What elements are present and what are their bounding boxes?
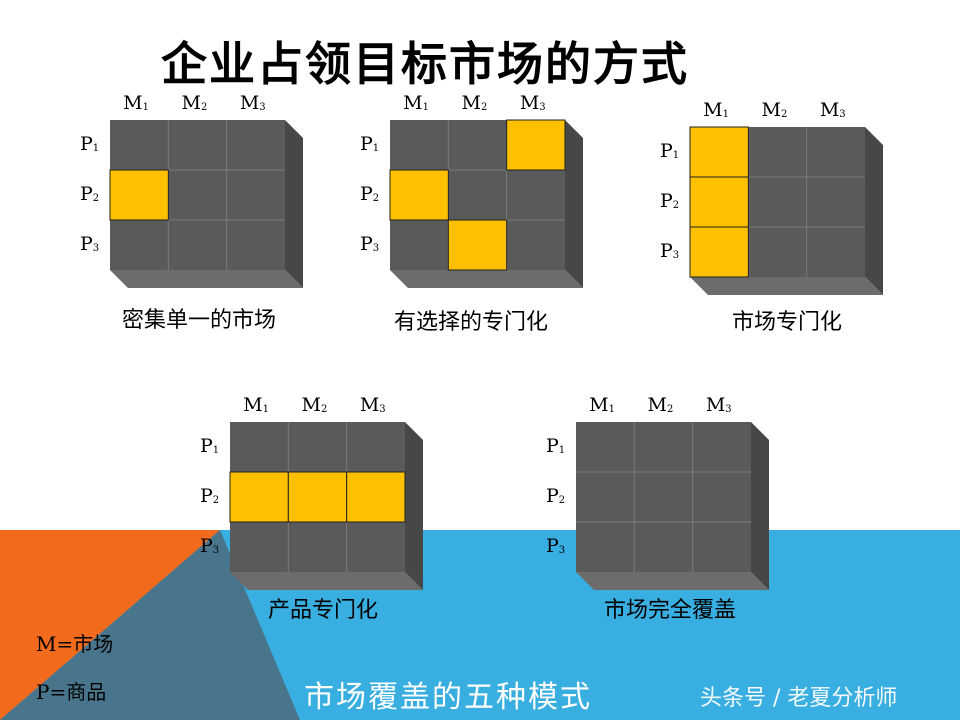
grid-face [576,422,751,572]
watermark: 头条号 / 老夏分析师 [700,686,898,711]
grid-svg [109,120,303,288]
highlight-cell-r1-c3 [506,119,566,171]
row-label-p2: P2 [200,485,220,507]
grid-bottom-face [110,270,303,288]
footer-title: 市场覆盖的五种模式 [304,680,592,715]
highlight-cell-r3-c2 [447,219,508,271]
row-label-p1: P1 [660,140,680,162]
column-label-m3: M3 [519,92,546,114]
grid-bottom-face [690,277,883,295]
caption-5: 市场完全覆盖 [604,598,737,623]
row-label-p3: P3 [80,233,100,255]
caption-3: 市场专门化 [732,310,843,335]
row-label-p3: P3 [660,240,680,262]
column-label-m1: M1 [243,394,269,416]
grid-svg [229,422,423,590]
grid-bottom-face [390,270,583,288]
column-label-m3: M3 [819,99,846,121]
page-title: 企业占领目标市场的方式 [161,37,689,91]
grid-svg [389,119,583,288]
column-label-m3: M3 [239,92,266,114]
column-label-m1: M1 [703,99,729,121]
row-label-p2: P2 [80,183,100,205]
row-label-p3: P3 [200,535,220,557]
grid-side-face [285,120,303,288]
row-label-p3: P3 [360,233,380,255]
row-label-p1: P1 [200,435,220,457]
grid-side-face [751,422,769,590]
grid-svg [576,422,769,590]
caption-2: 有选择的专门化 [394,310,549,335]
highlight-cell-r2-c3 [346,471,406,523]
highlight-cell-r1-c1 [689,126,749,178]
column-label-m2: M2 [461,92,488,114]
grid-bottom-face [230,572,423,590]
highlight-cell-r2-c1 [389,169,449,221]
dark-triangle [0,530,300,720]
column-label-m2: M2 [181,92,208,114]
legend-p: P=商品 [36,680,107,704]
legend-m: M=市场 [36,632,114,656]
grid-side-face [405,422,423,590]
column-label-m3: M3 [705,394,732,416]
grid-svg [689,126,883,295]
highlight-cell-r2-c2 [287,471,348,523]
caption-4: 产品专门化 [268,598,379,623]
caption-1: 密集单一的市场 [122,308,277,333]
row-label-p3: P3 [546,535,566,557]
column-label-m1: M1 [403,92,429,114]
column-label-m2: M2 [301,394,328,416]
column-label-m1: M1 [123,92,149,114]
highlight-cell-r3-c1 [689,226,749,278]
column-label-m2: M2 [647,394,674,416]
highlight-cell-r2-c1 [689,176,749,228]
row-label-p2: P2 [360,183,380,205]
column-label-m3: M3 [359,394,386,416]
row-label-p2: P2 [546,485,566,507]
row-label-p1: P1 [80,133,100,155]
grid-bottom-face [576,572,769,590]
column-label-m2: M2 [761,99,788,121]
grid-side-face [865,127,883,295]
row-label-p1: P1 [546,435,566,457]
column-label-m1: M1 [589,394,615,416]
row-label-p1: P1 [360,133,380,155]
highlight-cell-r2-c1 [229,471,289,523]
row-label-p2: P2 [660,190,680,212]
grid-side-face [565,120,583,288]
highlight-cell-r2-c1 [109,169,169,221]
